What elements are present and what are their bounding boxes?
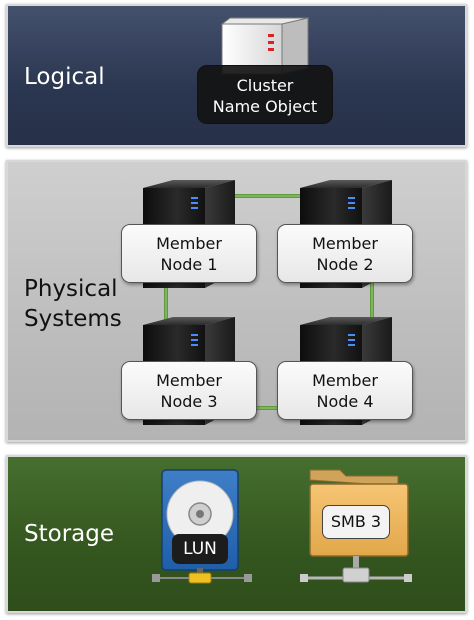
member-node-1: Member Node 1 [121, 224, 257, 283]
member-node-4-line1: Member [312, 371, 378, 390]
cluster-name-object: Cluster Name Object [197, 65, 333, 124]
member-node-2: Member Node 2 [277, 224, 413, 283]
storage-label: Storage [24, 521, 114, 547]
cluster-heartbeat-ring-highlight [165, 195, 373, 409]
member-node-3-line1: Member [156, 371, 222, 390]
member-node-4: Member Node 4 [277, 361, 413, 420]
lun-disk-icon [152, 469, 252, 584]
member-node-1-line2: Node 1 [160, 255, 218, 274]
member-node-2-line1: Member [312, 234, 378, 253]
physical-label-line2: Systems [24, 306, 122, 332]
smb-label: SMB 3 [322, 505, 390, 539]
member-node-3-line2: Node 3 [160, 392, 218, 411]
lun-label: LUN [172, 534, 228, 564]
physical-label-line1: Physical [24, 276, 118, 302]
cno-line2: Name Object [212, 97, 318, 116]
physical-label: Physical Systems [24, 274, 122, 334]
cno-line1: Cluster [236, 76, 294, 95]
member-node-2-line2: Node 2 [316, 255, 374, 274]
logical-label: Logical [24, 64, 105, 90]
member-node-4-line2: Node 4 [316, 392, 374, 411]
member-node-3: Member Node 3 [121, 361, 257, 420]
member-node-1-line1: Member [156, 234, 222, 253]
